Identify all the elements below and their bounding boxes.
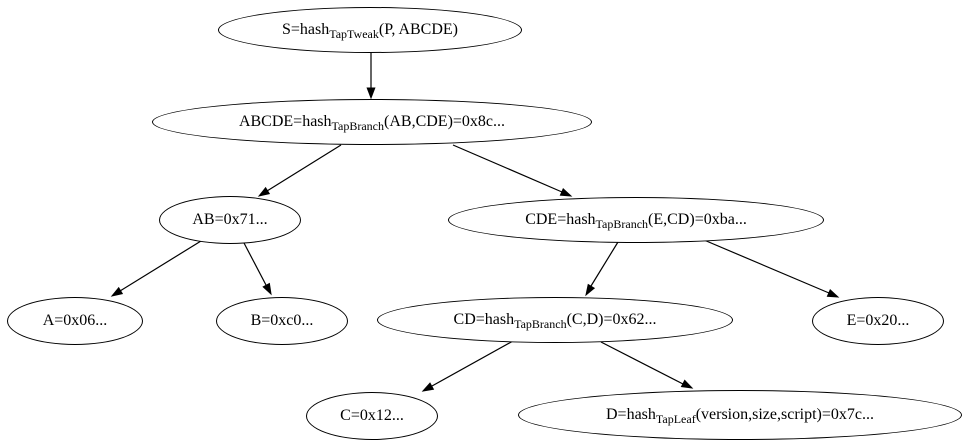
node-cde: CDE=hashTapBranch(E,CD)=0xba... xyxy=(448,197,824,243)
node-abcde: ABCDE=hashTapBranch(AB,CDE)=0x8c... xyxy=(152,99,592,145)
node-c: C=0x12... xyxy=(306,392,438,440)
node-d-label: D=hashTapLeaf(version,size,script)=0x7c.… xyxy=(605,406,874,426)
node-b-label: B=0xc0... xyxy=(250,312,314,329)
node-a-label: A=0x06... xyxy=(42,312,108,329)
node-e: E=0x20... xyxy=(812,297,944,345)
node-cde-label: CDE=hashTapBranch(E,CD)=0xba... xyxy=(525,211,747,231)
node-ab-label: AB=0x71... xyxy=(192,211,268,228)
edge-ab-a xyxy=(110,240,202,297)
node-a: A=0x06... xyxy=(7,297,143,345)
edge-ab-b xyxy=(243,242,272,296)
edge-s-abcde xyxy=(366,53,376,100)
node-d: D=hashTapLeaf(version,size,script)=0x7c.… xyxy=(518,390,962,440)
node-b: B=0xc0... xyxy=(216,297,348,345)
edge-abcde-cde xyxy=(452,144,573,197)
node-cd: CD=hashTapBranch(C,D)=0x62... xyxy=(377,297,733,343)
node-e-label: E=0x20... xyxy=(846,312,910,329)
node-s-label: S=hashTapTweak(P, ABCDE) xyxy=(281,21,458,41)
edge-cd-c xyxy=(421,340,514,392)
edge-cde-cd xyxy=(585,241,619,297)
node-ab: AB=0x71... xyxy=(159,196,301,244)
node-abcde-label: ABCDE=hashTapBranch(AB,CDE)=0x8c... xyxy=(238,113,506,133)
node-c-label: C=0x12... xyxy=(340,407,404,424)
node-cd-label: CD=hashTapBranch(C,D)=0x62... xyxy=(453,311,657,331)
edge-abcde-ab xyxy=(257,144,342,197)
edge-cd-d xyxy=(600,341,694,389)
edge-cde-e xyxy=(703,239,840,298)
node-s: S=hashTapTweak(P, ABCDE) xyxy=(218,7,522,53)
